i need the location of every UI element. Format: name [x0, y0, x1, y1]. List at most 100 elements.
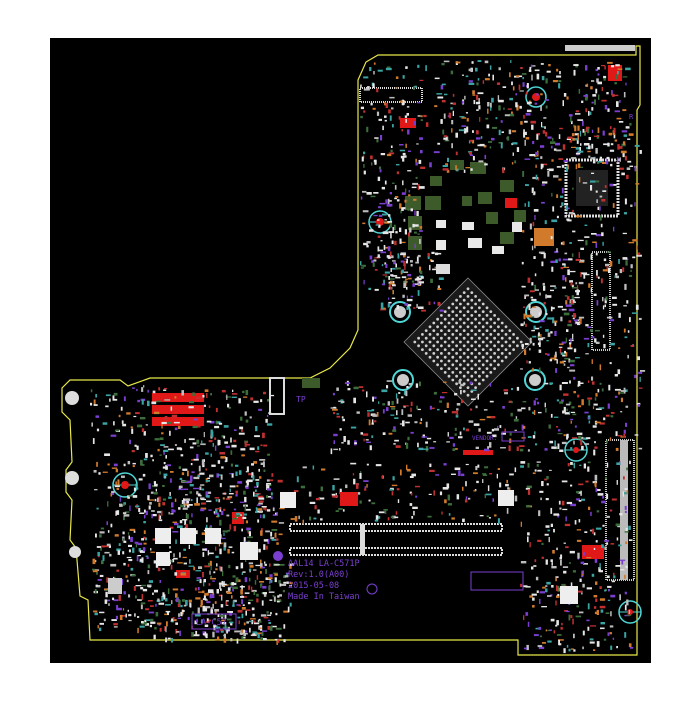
smd-component — [181, 500, 184, 504]
smd-component — [376, 111, 380, 116]
smd-component — [541, 542, 544, 545]
smd-component — [575, 113, 581, 115]
smd-component — [523, 313, 526, 320]
smd-component — [455, 168, 459, 172]
smd-component — [579, 130, 582, 137]
smd-component — [220, 630, 224, 633]
smd-component — [407, 170, 412, 172]
smd-component — [260, 530, 263, 536]
smd-component — [366, 463, 369, 466]
smd-component — [342, 509, 345, 512]
smd-component — [545, 78, 548, 84]
smd-component — [507, 108, 512, 110]
smd-component — [557, 305, 563, 308]
smd-component — [593, 649, 596, 651]
bga-ball — [462, 329, 466, 332]
smd-component — [570, 582, 573, 586]
smd-component — [391, 515, 396, 519]
smd-component — [229, 524, 231, 530]
smd-component — [527, 201, 530, 207]
smd-component — [159, 437, 164, 440]
smd-component — [521, 424, 524, 431]
smd-component — [462, 518, 465, 523]
smd-component — [178, 488, 184, 491]
smd-component — [207, 477, 211, 479]
smd-component — [561, 341, 566, 344]
smd-component — [212, 591, 214, 595]
smd-component — [560, 352, 564, 355]
bga-ball — [466, 393, 470, 397]
smd-component — [406, 295, 408, 299]
smd-component — [260, 614, 267, 617]
smd-component — [454, 393, 458, 396]
smd-component — [213, 511, 215, 514]
smd-component — [473, 423, 480, 426]
smd-component — [233, 508, 237, 511]
smd-component — [602, 496, 605, 499]
smd-component — [391, 107, 394, 110]
smd-component — [360, 84, 362, 88]
smd-component — [585, 480, 589, 483]
smd-component — [270, 492, 273, 496]
smd-component — [156, 400, 161, 403]
smd-component — [433, 301, 436, 305]
smd-component — [217, 460, 221, 464]
smd-component — [524, 647, 527, 650]
smd-component — [440, 395, 442, 399]
smd-component — [201, 590, 205, 594]
bga-ball — [481, 325, 485, 329]
smd-component — [241, 454, 245, 457]
smd-component — [514, 467, 517, 473]
smd-component — [218, 422, 223, 425]
bga-ball — [485, 359, 489, 363]
smd-component — [570, 337, 572, 344]
smd-component — [253, 591, 256, 595]
smd-component — [220, 534, 222, 539]
smd-component — [317, 509, 320, 514]
smd-component — [410, 260, 413, 263]
smd-component — [496, 82, 501, 85]
smd-component — [612, 637, 615, 640]
smd-component — [450, 70, 454, 75]
smd-component — [551, 219, 558, 223]
smd-component — [296, 476, 299, 483]
smd-component — [409, 503, 413, 506]
smd-component — [500, 142, 503, 149]
smd-component — [430, 260, 434, 262]
smd-component — [90, 389, 93, 393]
bga-ball — [493, 359, 496, 363]
smd-component — [611, 65, 615, 68]
bga-ball — [462, 298, 466, 302]
smd-component — [550, 260, 556, 263]
bga-ball — [459, 386, 462, 389]
smd-component — [552, 317, 555, 324]
smd-component — [448, 112, 451, 119]
smd-component — [202, 605, 205, 612]
smd-component — [259, 566, 264, 569]
smd-component — [150, 605, 154, 607]
smd-component — [594, 99, 596, 105]
smd-component — [415, 158, 417, 163]
smd-component — [139, 417, 146, 420]
smd-component — [551, 446, 557, 449]
smd-component — [157, 598, 160, 602]
smd-component — [501, 432, 506, 435]
bga-ball — [466, 295, 470, 298]
smd-component — [568, 562, 571, 564]
smd-component — [252, 613, 255, 617]
bga-ball — [466, 317, 470, 321]
smd-component — [222, 492, 227, 495]
smd-component — [391, 182, 395, 184]
smd-component — [520, 561, 527, 564]
smd-component — [350, 462, 357, 465]
mounting-hole — [524, 369, 546, 391]
smd-component — [570, 282, 573, 286]
smd-component — [565, 304, 572, 307]
smd-component — [563, 570, 567, 574]
smd-component — [411, 186, 417, 189]
smd-component — [177, 617, 181, 619]
smd-component — [163, 389, 167, 391]
smd-component — [525, 113, 531, 116]
smd-component — [494, 428, 499, 431]
smd-component — [506, 136, 510, 141]
